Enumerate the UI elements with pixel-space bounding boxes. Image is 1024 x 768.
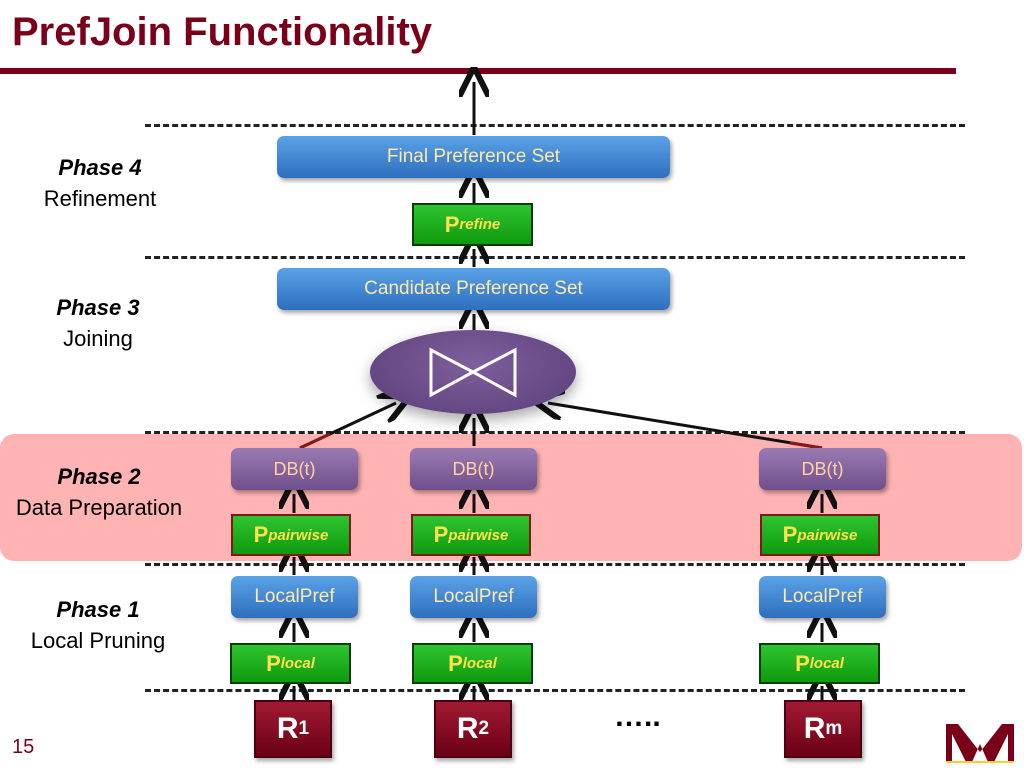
arrow-dbm-red-segment <box>789 441 823 450</box>
final-preference-set-box: Final Preference Set <box>277 136 670 178</box>
phase1-desc: Local Pruning <box>30 628 166 653</box>
relation-r2-sub: 2 <box>478 718 490 739</box>
p-local-base-1: P <box>266 650 281 676</box>
phase2-label: Phase 2 Data Preparation <box>0 461 198 523</box>
more-relations-ellipsis: ….. <box>614 700 661 733</box>
p-pairwise-sub-2: pairwise <box>448 526 509 544</box>
localpref-box-1: LocalPref <box>231 576 358 618</box>
phase2-name: Phase 2 <box>57 464 141 489</box>
p-local-sub-2: local <box>462 655 497 672</box>
p-local-sub-m: local <box>809 655 844 672</box>
p-local-base-m: P <box>795 650 810 676</box>
phase-divider-2 <box>145 256 965 259</box>
university-m-logo <box>946 724 1014 763</box>
phase-divider-4 <box>145 563 965 566</box>
p-local-base-2: P <box>448 650 463 676</box>
db-box-1: DB(t) <box>231 448 358 490</box>
p-refine-base: P <box>444 211 460 237</box>
relation-rm-base: R <box>803 712 826 745</box>
p-pairwise-base-1: P <box>253 522 269 547</box>
phase-divider-3 <box>145 431 965 434</box>
relation-r1-base: R <box>276 712 299 745</box>
db-box-m: DB(t) <box>759 448 886 490</box>
phase4-desc: Refinement <box>43 186 157 211</box>
phase-divider-1 <box>145 124 965 127</box>
arrow-db1-red-segment <box>299 432 331 450</box>
p-pairwise-sub-1: pairwise <box>268 526 329 544</box>
p-pairwise-sub-m: pairwise <box>797 526 858 544</box>
join-operator-oval <box>370 330 576 414</box>
p-local-sub-1: local <box>280 655 315 672</box>
phase1-name: Phase 1 <box>56 597 140 622</box>
localpref-box-2: LocalPref <box>410 576 537 618</box>
slide-title: PrefJoin Functionality <box>12 10 433 54</box>
localpref-box-m: LocalPref <box>759 576 886 618</box>
p-pairwise-base-2: P <box>433 522 449 547</box>
phase3-desc: Joining <box>63 326 133 351</box>
relation-rm-sub: m <box>825 718 843 739</box>
phase-divider-5 <box>145 689 965 692</box>
phase4-name: Phase 4 <box>58 155 142 180</box>
phase4-label: Phase 4 Refinement <box>10 152 190 214</box>
p-refine-sub: refine <box>459 216 501 233</box>
phase2-desc: Data Preparation <box>15 495 183 520</box>
phase3-label: Phase 3 Joining <box>8 292 188 354</box>
p-pairwise-base-m: P <box>782 522 798 547</box>
candidate-preference-set-box: Candidate Preference Set <box>277 268 670 310</box>
arrow-dbm-to-join <box>548 403 823 450</box>
phase1-label: Phase 1 Local Pruning <box>8 594 188 656</box>
phase3-name: Phase 3 <box>56 295 140 320</box>
page-number: 15 <box>12 736 35 758</box>
relation-r2-base: R <box>456 712 479 745</box>
db-box-2: DB(t) <box>410 448 537 490</box>
relation-r1-sub: 1 <box>298 718 310 739</box>
